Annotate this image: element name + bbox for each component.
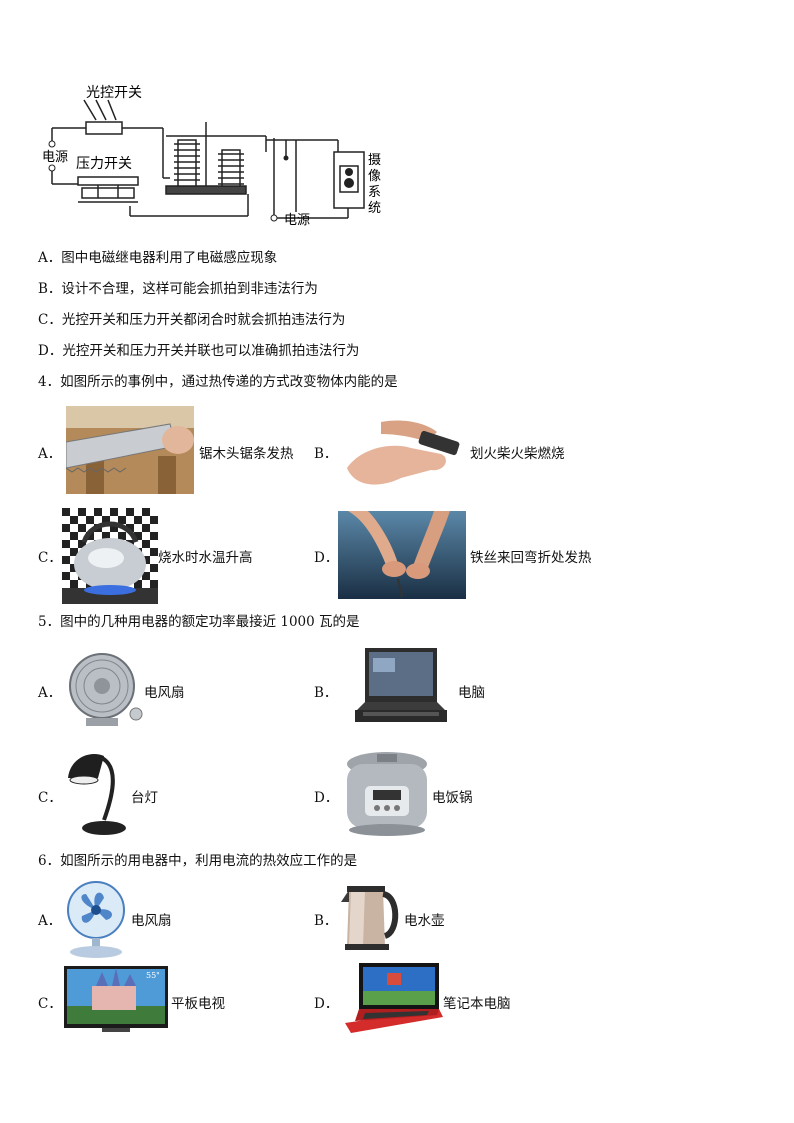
q4-b-caption: 划火柴火柴燃烧 [470,446,565,462]
q3-option-a: A．图中电磁继电器利用了电磁感应现象 [38,250,278,266]
kettle-stove-image [62,508,158,604]
q4-stem: 4．如图所示的事例中，通过热传递的方式改变物体内能的是 [38,374,398,390]
camera-label-1: 摄 [368,153,381,168]
q6-c-letter: C． [38,996,62,1012]
q4-c-caption: 烧水时水温升高 [158,550,253,566]
q6-a-letter: A． [38,913,62,929]
rice-cooker-image [343,746,431,838]
electric-kettle-image [337,880,405,954]
q3-option-d: D．光控开关和压力开关并联也可以准确抓拍违法行为 [38,343,360,359]
laptop-image [353,646,449,728]
desk-fan-image [62,880,130,960]
tv-size-label: 55" [146,971,160,980]
box-fan-image [66,648,146,730]
q4-d-caption: 铁丝来回弯折处发热 [470,550,592,566]
q5-a-caption: 电风扇 [144,685,185,701]
power-label-left: 电源 [42,150,68,165]
bend-wire-image [338,511,466,599]
q5-d-caption: 电饭锅 [432,790,473,806]
q3-option-c: C．光控开关和压力开关都闭合时就会抓拍违法行为 [38,312,346,328]
q5-stem: 5．图中的几种用电器的额定功率最接近 1000 瓦的是 [38,614,360,630]
q6-c-caption: 平板电视 [171,996,225,1012]
q4-a-letter: A． [38,446,62,462]
q5-c-letter: C． [38,790,62,806]
q4-a-caption: 锯木头锯条发热 [199,446,294,462]
camera-label-4: 统 [368,201,381,216]
q6-a-caption: 电风扇 [131,913,172,929]
q4-b-letter: B． [314,446,338,462]
q6-b-caption: 电水壶 [404,913,445,929]
q6-stem: 6．如图所示的用电器中，利用电流的热效应工作的是 [38,853,358,869]
saw-wood-image [66,406,194,494]
q6-d-letter: D． [314,996,339,1012]
pressure-switch-label: 压力开关 [76,156,132,172]
camera-label-2: 像 [368,169,381,184]
q3-option-b: B．设计不合理，这样可能会抓拍到非违法行为 [38,281,318,297]
camera-label-3: 系 [368,185,381,200]
match-strike-image [341,408,467,492]
q5-a-letter: A． [38,685,62,701]
red-notebook-image [341,961,443,1037]
q6-d-caption: 笔记本电脑 [443,996,511,1012]
q5-b-letter: B． [314,685,338,701]
light-switch-label: 光控开关 [86,85,142,101]
q6-b-letter: B． [314,913,338,929]
q4-c-letter: C． [38,550,62,566]
q5-c-caption: 台灯 [131,790,158,806]
q5-d-letter: D． [314,790,339,806]
q4-d-letter: D． [314,550,339,566]
flat-tv-image: 55" [62,964,170,1036]
q5-b-caption: 电脑 [458,685,485,701]
power-label-right: 电源 [284,213,310,228]
desk-lamp-image [64,748,130,838]
circuit-diagram: 光控开关 电源 压力开关 电源 摄 像 系 统 [42,85,381,228]
